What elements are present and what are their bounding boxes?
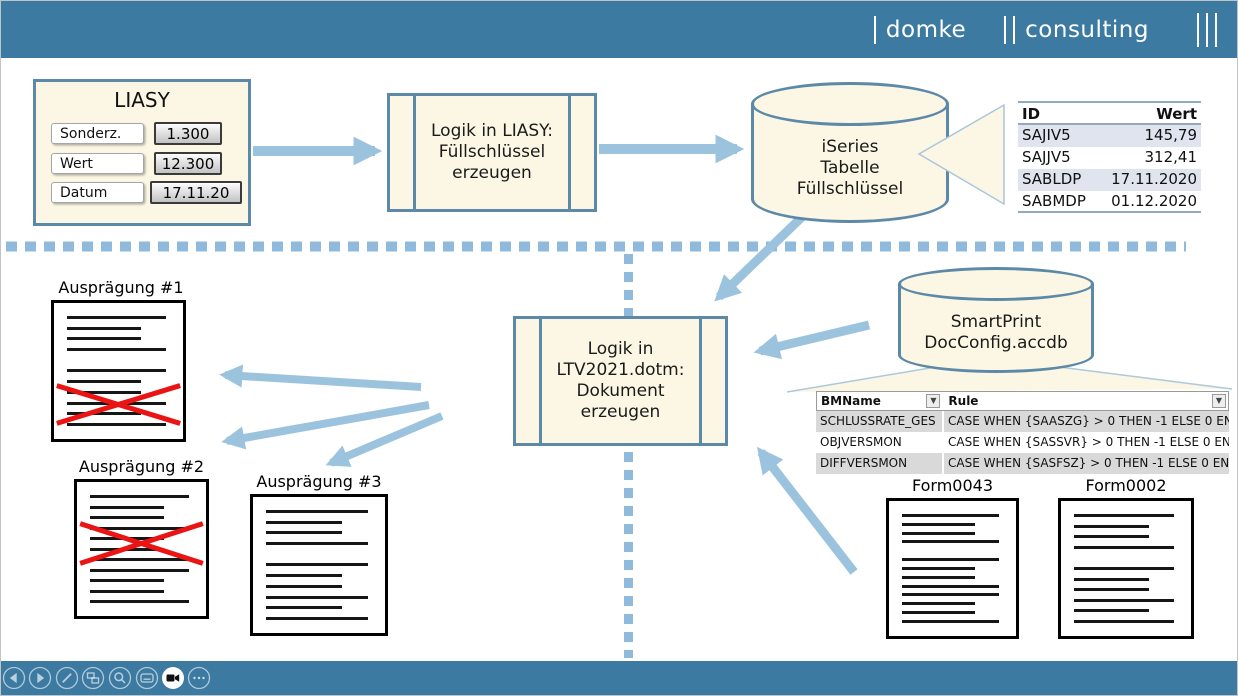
doc-label: Ausprägung #3 <box>256 472 382 491</box>
pen-icon <box>62 673 72 683</box>
document-auspraegung-2: Ausprägung #2 <box>64 457 219 621</box>
document-auspraegung-1: Ausprägung #1 <box>41 278 201 444</box>
table-header: ID <box>1022 105 1041 123</box>
filter-dropdown-icon: ▼ <box>1212 394 1226 408</box>
table-header: BMName▼ <box>817 392 945 410</box>
liasy-field-value-sonderz: 1.300 <box>154 122 222 145</box>
doc-page <box>74 479 209 619</box>
pen-button[interactable] <box>55 666 79 690</box>
table-header: Wert <box>1156 105 1197 123</box>
title-bar: domke consulting <box>1 1 1237 58</box>
brand-triple-bar-icon <box>1197 12 1217 47</box>
table-header: Rule▼ <box>944 392 1228 410</box>
camera-icon <box>166 674 180 682</box>
doc-label: Ausprägung #2 <box>78 457 205 476</box>
brand-logo: domke consulting <box>873 12 1237 47</box>
camera-button[interactable] <box>161 666 185 690</box>
previous-slide-button[interactable] <box>2 666 26 690</box>
filter-dropdown-icon: ▼ <box>926 394 941 408</box>
doc-page <box>1058 498 1194 639</box>
liasy-field-value-wert: 12.300 <box>154 152 222 175</box>
arrow-iseries-to-ltv <box>714 211 808 302</box>
next-slide-button[interactable] <box>28 666 52 690</box>
liasy-form-box: LIASY Sonderz. 1.300 Wert 12.300 Datum 1… <box>33 79 251 226</box>
next-icon <box>37 672 45 684</box>
arrow-ltv-to-doc3 <box>325 412 444 467</box>
liasy-field-label-sonderz: Sonderz. <box>51 123 144 144</box>
doc-page <box>886 498 1019 639</box>
presenter-toolbar <box>1 661 1237 695</box>
more-options-button[interactable] <box>187 666 211 690</box>
red-cross-icon <box>56 383 181 427</box>
ellipsis-icon <box>193 676 205 680</box>
liasy-field-label-datum: Datum <box>51 182 144 203</box>
captions-button[interactable] <box>135 666 159 690</box>
brand-bar-icon <box>873 15 876 44</box>
liasy-field-value-datum: 17.11.20 <box>150 181 242 204</box>
document-form0002: Form0002 <box>1058 476 1194 640</box>
arrow-ltv-to-doc1 <box>219 364 422 391</box>
brand-word-1: domke <box>885 16 967 43</box>
zoom-icon <box>114 672 126 684</box>
doc-label: Form0002 <box>1085 476 1167 495</box>
brand-double-bar-icon <box>1004 15 1016 44</box>
doc-page <box>250 494 388 636</box>
doc-label: Ausprägung #1 <box>58 278 184 297</box>
slide-sorter-button[interactable] <box>81 666 105 690</box>
previous-icon <box>9 672 17 684</box>
liasy-field-label-wert: Wert <box>51 153 144 174</box>
document-form0043: Form0043 <box>886 476 1019 640</box>
captions-icon <box>140 673 154 683</box>
arrow-forms-to-ltv <box>757 446 858 575</box>
arrow-ltv-to-doc2 <box>221 401 430 450</box>
brand-word-2: consulting <box>1025 16 1149 43</box>
zoom-button[interactable] <box>108 666 132 690</box>
red-cross-icon <box>79 521 204 566</box>
document-auspraegung-3: Ausprägung #3 <box>240 472 398 638</box>
doc-page <box>51 300 186 442</box>
slide-sorter-icon <box>86 672 100 684</box>
liasy-title: LIASY <box>114 88 170 112</box>
doc-label: Form0043 <box>911 476 994 495</box>
arrow-smartprint-to-ltv <box>753 320 871 360</box>
